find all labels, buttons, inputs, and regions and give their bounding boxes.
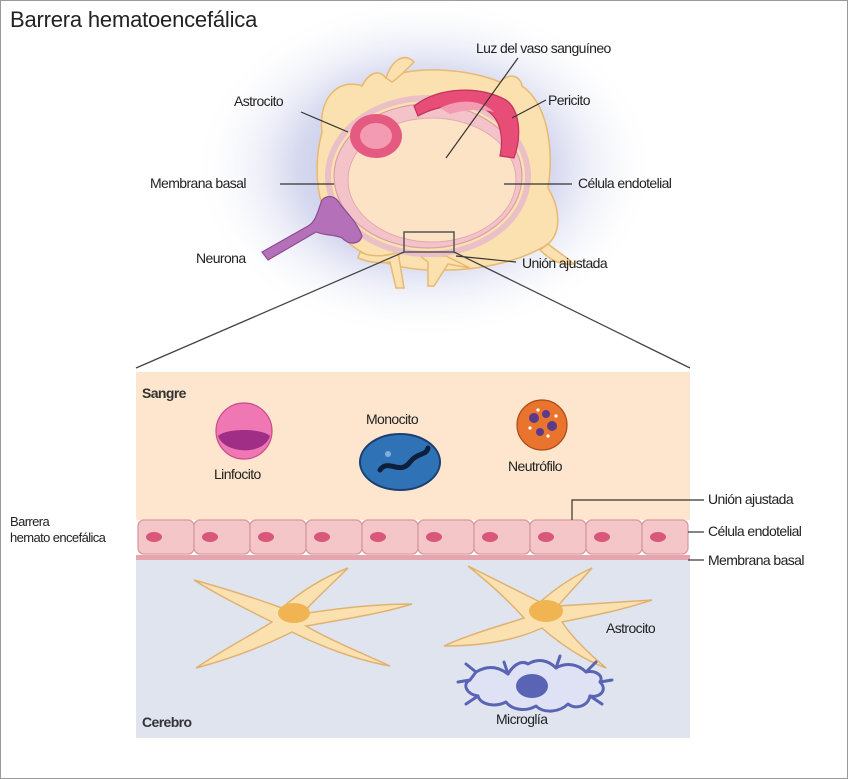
label-blood: Sangre xyxy=(142,385,186,401)
label-barrier: Barrera xyxy=(10,514,50,529)
label-neutrophil: Neutrófilo xyxy=(508,458,563,474)
brain-astrocyte-right xyxy=(443,565,653,669)
top-leader-lines xyxy=(280,57,572,263)
brain-astrocyte-left xyxy=(193,567,413,669)
tight-junction-box xyxy=(403,231,455,253)
label-lymphocyte: Linfocito xyxy=(214,466,261,482)
zoom-lines xyxy=(135,251,691,369)
basal-membrane-line xyxy=(136,555,690,560)
label-brain: Cerebro xyxy=(142,714,192,730)
label-microglia: Microglía xyxy=(496,711,548,727)
label-tight-junction-top: Unión ajustada xyxy=(522,255,608,271)
label-pericyte: Pericito xyxy=(548,92,590,108)
label-tight-junction-bottom: Unión ajustada xyxy=(708,491,794,507)
label-barrier-line2: hemato encefálica xyxy=(10,530,106,545)
endothelial-cell-row xyxy=(137,519,689,555)
lymphocyte xyxy=(215,402,273,460)
label-monocyte: Monocito xyxy=(366,411,419,427)
label-endothelial-bottom: Célula endotelial xyxy=(708,523,802,539)
label-basal-membrane-top: Membrana basal xyxy=(150,175,246,191)
astrocyte-foot-processes xyxy=(357,250,471,289)
label-neuron: Neurona xyxy=(196,250,246,266)
endothelial-nuclei xyxy=(146,532,666,542)
figure-title: Barrera hematoencefálica xyxy=(10,7,258,32)
label-astrocyte-top: Astrocito xyxy=(234,93,284,109)
pericyte xyxy=(413,89,520,159)
endothelial-nucleus xyxy=(350,114,402,158)
label-basal-membrane-bottom: Membrana basal xyxy=(708,552,804,568)
neutrophil xyxy=(516,399,568,451)
monocyte xyxy=(359,433,441,491)
label-endothelial-top: Célula endotelial xyxy=(578,175,672,191)
label-lumen: Luz del vaso sanguíneo xyxy=(476,40,611,56)
label-astrocyte-bottom: Astrocito xyxy=(606,620,656,636)
bottom-leader-lines xyxy=(571,499,704,561)
neuron xyxy=(261,195,363,261)
microglia xyxy=(456,654,614,713)
